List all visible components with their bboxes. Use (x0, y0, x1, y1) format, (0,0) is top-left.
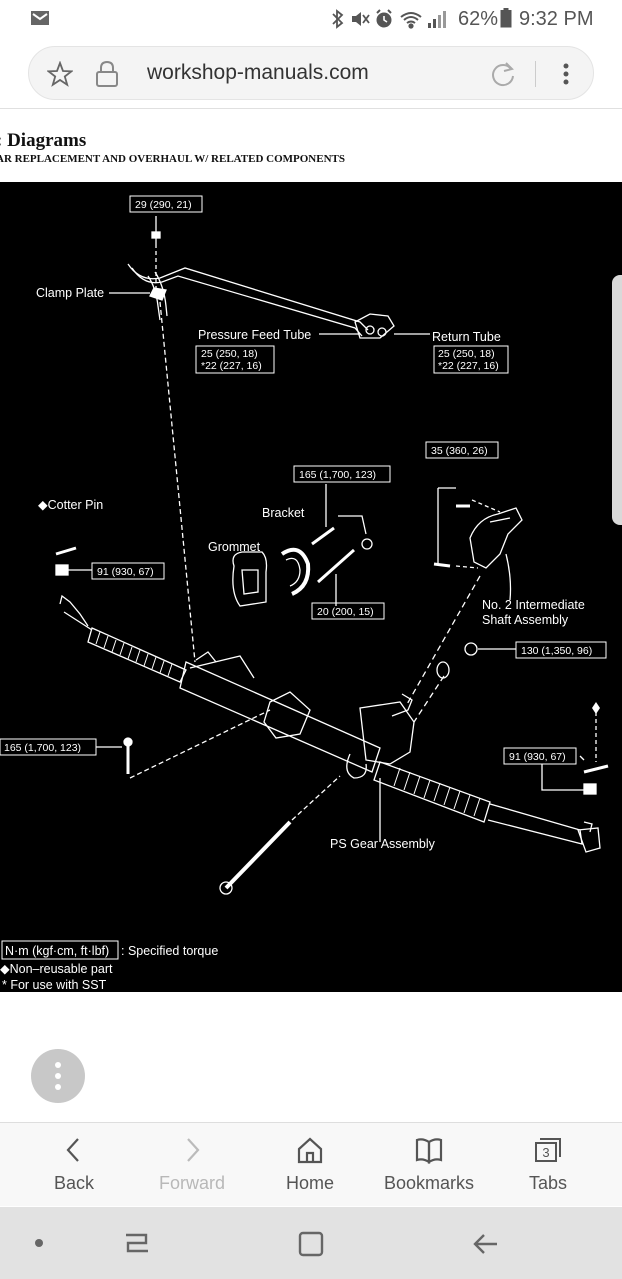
fab-dot (55, 1073, 61, 1079)
torque-boxes (0, 195, 607, 960)
tabs-icon: 3 (535, 1138, 561, 1162)
label-intermediate-shaft-1: No. 2 Intermediate (482, 598, 585, 612)
bookmark-star-icon[interactable] (47, 61, 73, 87)
status-bar: 62% 9:32 PM (0, 0, 622, 40)
wifi-icon (400, 12, 422, 29)
legend-non-reusable: ◆Non–reusable part (0, 962, 113, 976)
gear-housing-mount (263, 691, 311, 739)
tube-fitting (354, 313, 395, 339)
home-icon (297, 1137, 323, 1164)
floating-menu-button[interactable] (31, 1049, 85, 1103)
torque-pressure-feed-1: 25 (250, 18) (201, 348, 258, 360)
tabs-button[interactable]: 3 Tabs (493, 1123, 603, 1207)
torque-bracket-bolt: 165 (1,700, 123) (299, 469, 376, 481)
divider (0, 108, 622, 109)
torque-top-bolt: 29 (290, 21) (135, 199, 192, 211)
bookmarks-button[interactable]: Bookmarks (374, 1123, 484, 1207)
lock-icon[interactable] (95, 60, 119, 88)
legend-torque-box: N·m (kgf·cm, ft·lbf) (5, 944, 109, 958)
diagram-drawing: 29 (290, 21) 25 (250, 18) *22 (227, 16) … (0, 195, 609, 992)
right-tie-rod (487, 803, 583, 845)
legend-sst: * For use with SST (2, 978, 107, 992)
side-scroll-handle[interactable] (612, 275, 622, 525)
clamp-plate (149, 287, 167, 301)
bracket (280, 547, 311, 596)
battery-icon (500, 8, 512, 28)
clock: 9:32 PM (519, 8, 594, 30)
torque-pressure-feed-2: *22 (227, 16) (201, 360, 262, 372)
right-boot (373, 761, 491, 823)
back-button[interactable]: Back (19, 1123, 129, 1207)
status-icons (332, 9, 446, 29)
mute-icon (352, 12, 370, 26)
signal-icon (428, 11, 446, 28)
system-back-icon[interactable] (470, 1229, 500, 1259)
label-return-tube: Return Tube (432, 330, 501, 344)
fab-dot (55, 1084, 61, 1090)
torque-bracket-stud: 20 (200, 15) (317, 606, 374, 618)
alarm-icon (376, 9, 392, 28)
tab-count: 3 (542, 1145, 549, 1160)
nav-dot-icon[interactable] (34, 1238, 44, 1248)
torque-shaft-bolt: 35 (360, 26) (431, 445, 488, 457)
bookmarks-label: Bookmarks (383, 1173, 475, 1193)
left-boot (87, 627, 187, 683)
home-label: Home (285, 1173, 334, 1193)
intermediate-shaft (469, 507, 523, 569)
right-tie-rod-end (577, 827, 601, 853)
home-square-icon[interactable] (296, 1229, 326, 1259)
more-menu-icon[interactable] (556, 60, 576, 88)
browser-toolbar: Back Forward Home Bookmarks (0, 1122, 622, 1206)
torque-shaft-nut: 130 (1,350, 96) (521, 645, 592, 657)
forward-label: Forward (158, 1173, 225, 1193)
label-clamp-plate: Clamp Plate (36, 286, 104, 300)
torque-cotter-right: 91 (930, 67) (509, 751, 566, 763)
url-bar-separator (535, 61, 536, 87)
home-button[interactable]: Home (255, 1123, 365, 1207)
left-tie-rod-end (59, 594, 89, 627)
torque-return-1: 25 (250, 18) (438, 348, 495, 360)
grommet (232, 551, 268, 607)
bluetooth-icon (332, 9, 344, 29)
back-label: Back (53, 1173, 95, 1193)
label-ps-gear-assembly: PS Gear Assembly (330, 837, 436, 851)
reload-icon[interactable] (489, 60, 517, 88)
rack-housing (179, 661, 381, 773)
url-text[interactable]: workshop-manuals.com (147, 61, 369, 84)
tabs-label: Tabs (528, 1173, 568, 1193)
torque-cotter-left: 91 (930, 67) (97, 566, 154, 578)
address-bar[interactable]: workshop-manuals.com (28, 46, 594, 100)
gear-valve-body (359, 701, 415, 765)
torque-return-2: *22 (227, 16) (438, 360, 499, 372)
bookmarks-book-icon (415, 1138, 443, 1165)
recent-apps-icon[interactable] (122, 1229, 152, 1257)
mail-icon (31, 11, 49, 25)
page-title: : Diagrams (0, 130, 87, 151)
forward-button[interactable]: Forward (137, 1123, 247, 1207)
label-grommet: Grommet (208, 540, 261, 554)
forward-arrow-icon (187, 1138, 200, 1162)
system-navigation-bar (0, 1207, 622, 1279)
fab-dot (55, 1062, 61, 1068)
steering-gear-diagram[interactable]: 29 (290, 21) 25 (250, 18) *22 (227, 16) … (0, 182, 622, 992)
back-arrow-icon (66, 1138, 79, 1162)
torque-left-mount: 165 (1,700, 123) (4, 742, 81, 754)
legend-torque-desc: : Specified torque (121, 944, 218, 958)
label-intermediate-shaft-2: Shaft Assembly (482, 613, 569, 627)
non-reusable-marker (592, 702, 600, 714)
label-bracket: Bracket (262, 506, 305, 520)
label-cotter-pin: ◆Cotter Pin (38, 498, 103, 512)
label-pressure-feed-tube: Pressure Feed Tube (198, 328, 311, 342)
page-subtitle: AR REPLACEMENT AND OVERHAUL W/ RELATED C… (0, 153, 345, 165)
battery-percent: 62% (458, 8, 499, 30)
